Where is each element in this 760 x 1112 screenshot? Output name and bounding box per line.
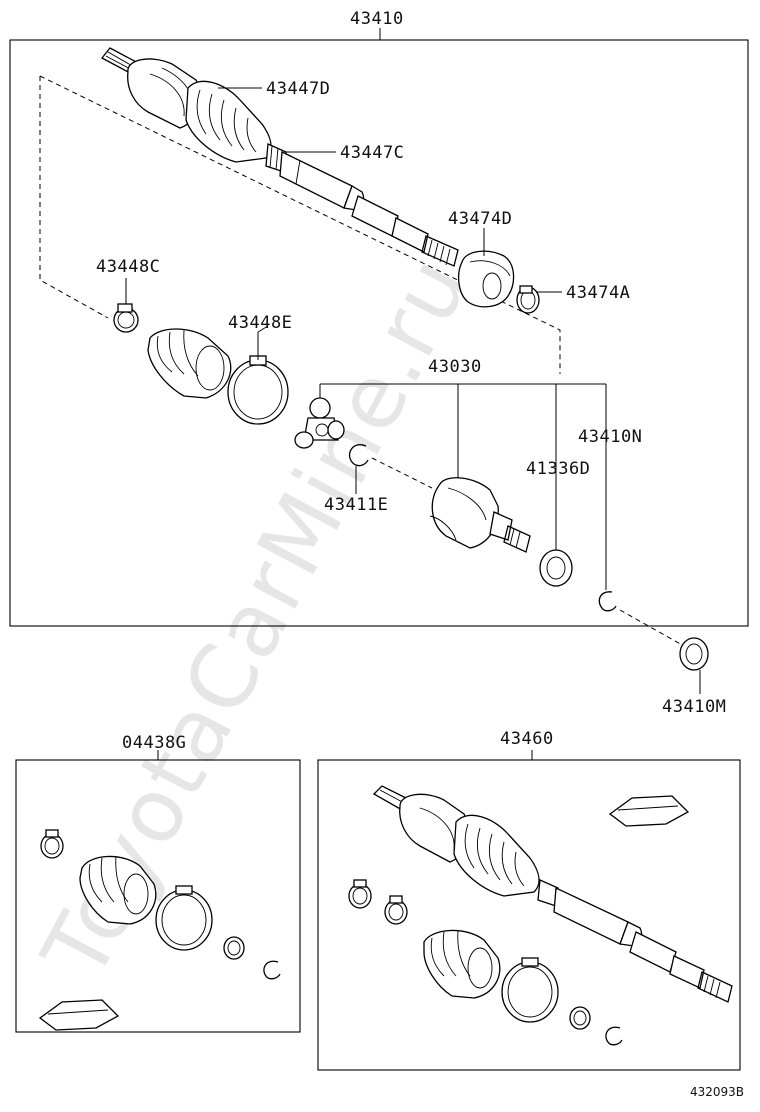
label-43410: 43410 <box>350 9 404 29</box>
clamp-43474A <box>516 285 540 314</box>
label-43448E: 43448E <box>228 313 292 333</box>
dashed-group-outline <box>39 76 109 319</box>
label-04438G: 04438G <box>122 733 186 753</box>
label-43448C: 43448C <box>96 257 160 277</box>
damper-43474D <box>457 250 515 308</box>
label-43474D: 43474D <box>448 209 512 229</box>
label-43460: 43460 <box>500 729 554 749</box>
label-43410N: 43410N <box>578 427 642 447</box>
label-43447D: 43447D <box>266 79 330 99</box>
label-43447C: 43447C <box>340 143 404 163</box>
inner-joint-housing <box>429 477 531 553</box>
diagram-code: 432093B <box>690 1085 744 1099</box>
label-43411E: 43411E <box>324 495 388 515</box>
seal-41336D <box>539 549 573 587</box>
drive-shaft-43410 <box>101 47 459 267</box>
drive-shaft-43460 <box>348 785 733 1046</box>
tripod-joint <box>294 397 345 449</box>
label-43030: 43030 <box>428 357 482 377</box>
band-43448E <box>227 355 289 425</box>
kit-04438G-parts <box>38 829 281 1031</box>
clamp-43448C <box>113 303 139 333</box>
snap-ring-43411E <box>349 444 369 467</box>
inner-boot <box>147 328 232 399</box>
assembly-box-43410 <box>9 39 749 627</box>
snap-ring-43410N <box>598 591 617 612</box>
assembly-box-43460 <box>317 759 741 1071</box>
seal-43410M <box>679 637 709 671</box>
label-41336D: 41336D <box>526 459 590 479</box>
label-43474A: 43474A <box>566 283 630 303</box>
label-43410M: 43410M <box>662 697 726 717</box>
